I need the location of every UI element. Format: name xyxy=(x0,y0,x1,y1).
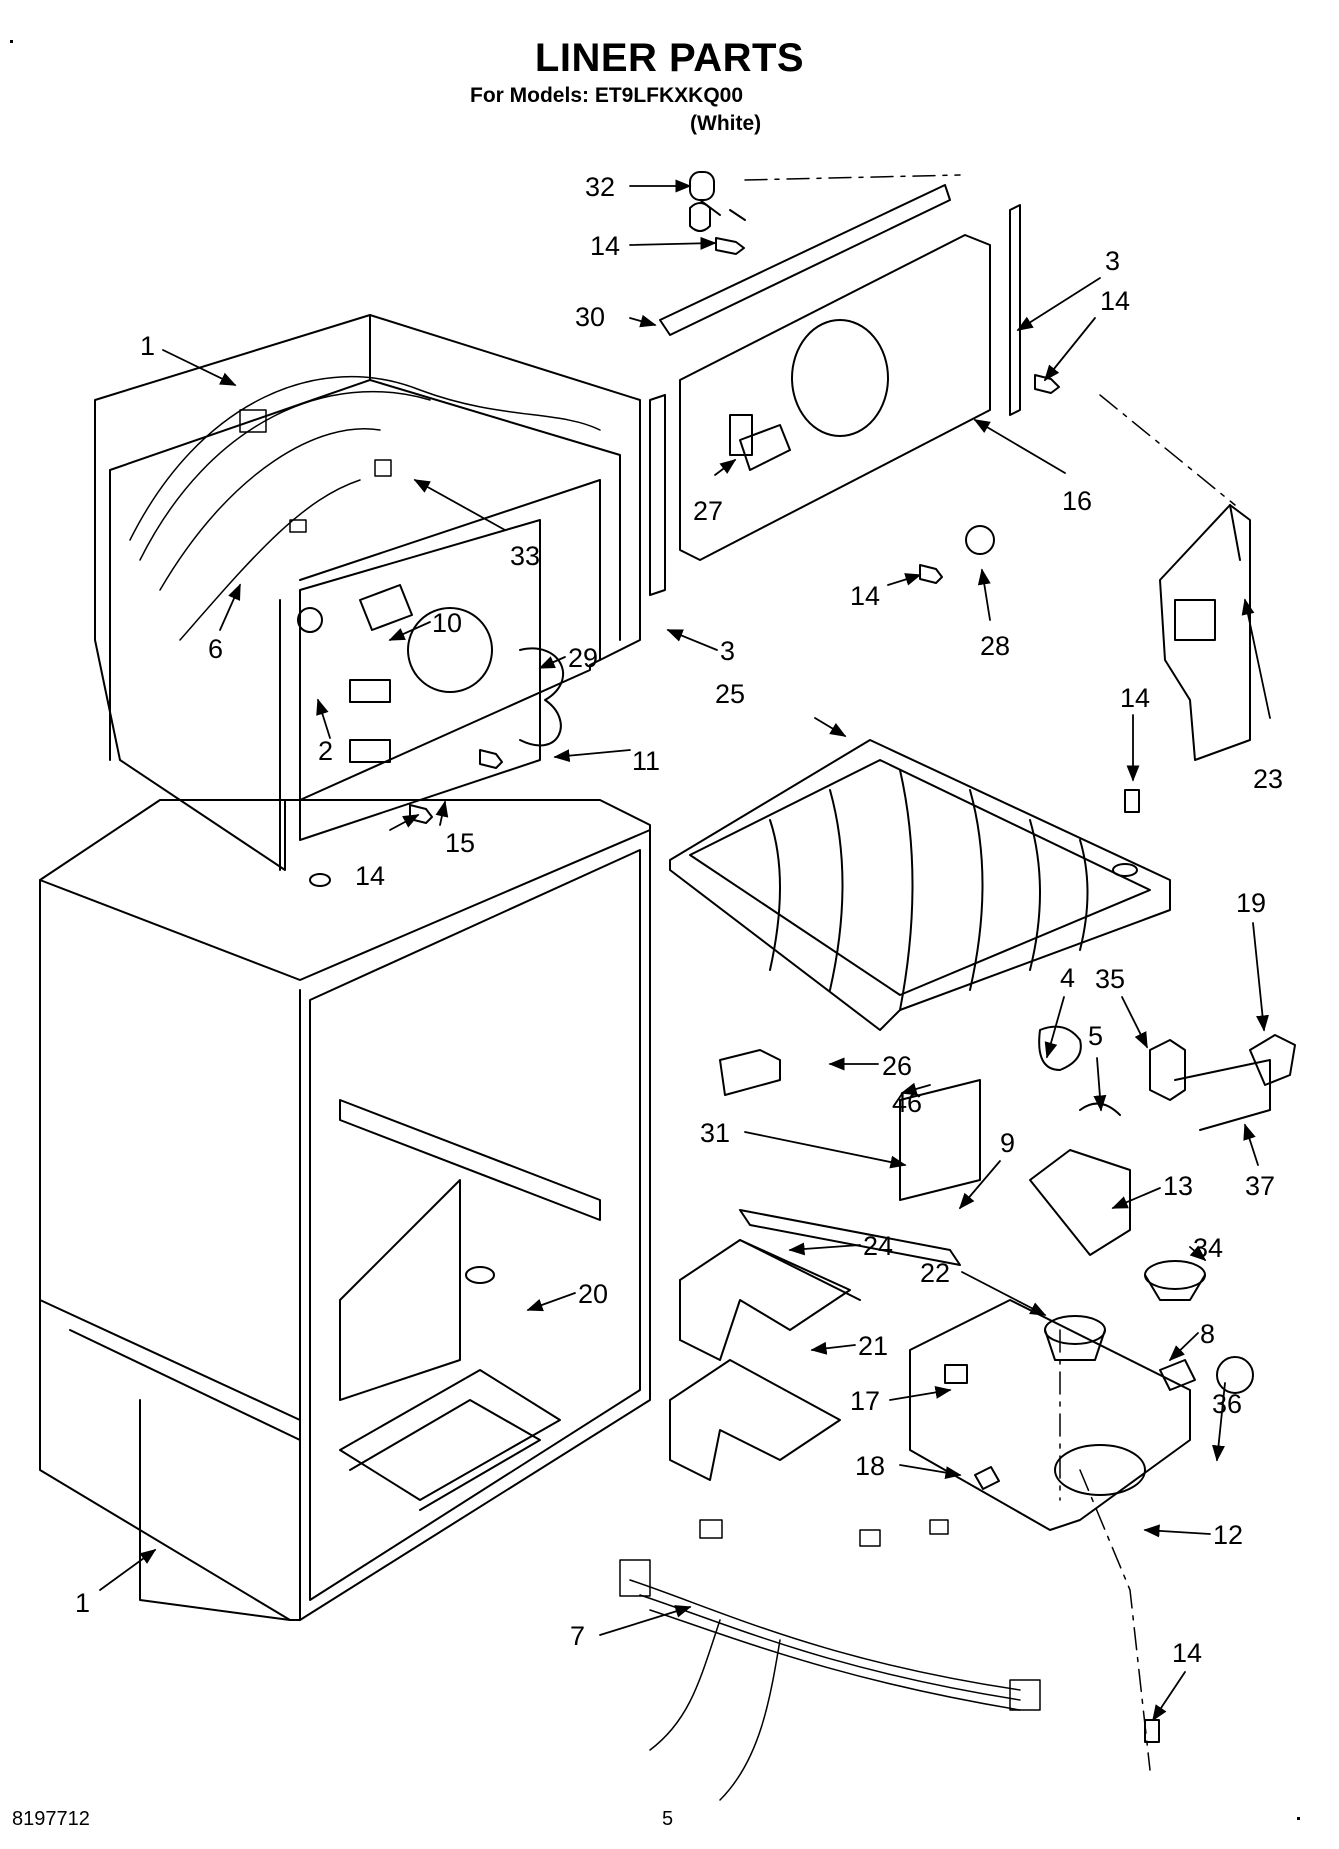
callout-36: 17 xyxy=(850,1386,880,1416)
callout-21: 21 xyxy=(858,1331,888,1361)
callout-28: 28 xyxy=(980,631,1010,661)
callout-30: 30 xyxy=(575,302,605,332)
callout-14: 14 xyxy=(355,861,385,891)
callout-17: 36 xyxy=(1212,1389,1242,1419)
callout-labels: 32 14 30 3 14 1 16 27 14 28 33 6 10 29 3… xyxy=(75,172,1283,1668)
callout-25: 25 xyxy=(715,679,745,709)
callout-29: 29 xyxy=(568,643,598,673)
fan-motor-assembly xyxy=(297,519,564,841)
upper-wire-harness xyxy=(129,376,601,641)
callout-13: 13 xyxy=(1163,1171,1193,1201)
lower-wire-harness xyxy=(619,1519,1041,1801)
callout-14: 14 xyxy=(590,231,620,261)
callout-3: 3 xyxy=(720,636,735,666)
scan-dot xyxy=(1297,1817,1300,1820)
callout-4: 4 xyxy=(1060,963,1075,993)
light-housing xyxy=(909,1025,1296,1531)
document-number: 8197712 xyxy=(12,1808,90,1830)
callout-9: 9 xyxy=(1000,1128,1015,1158)
callout-37: 37 xyxy=(1245,1171,1275,1201)
callout-15: 15 xyxy=(445,828,475,858)
alignment-lines xyxy=(744,174,1236,1771)
callout-14: 14 xyxy=(1120,683,1150,713)
air-duct xyxy=(1159,504,1251,761)
callout-46: 46 xyxy=(892,1088,922,1118)
callout-22: 22 xyxy=(920,1258,950,1288)
callout-23: 23 xyxy=(1253,764,1283,794)
callout-6: 6 xyxy=(208,634,223,664)
callout-19: 19 xyxy=(1236,888,1266,918)
callout-27: 27 xyxy=(693,496,723,526)
model-subtitle: For Models: ET9LFKXKQ00 xyxy=(470,84,744,107)
callout-3: 3 xyxy=(1105,246,1120,276)
shelf xyxy=(669,739,1171,1031)
callout-11: 11 xyxy=(632,746,660,776)
fasteners xyxy=(409,171,1160,1743)
page-number: 5 xyxy=(662,1808,674,1830)
refrigerator-liner xyxy=(39,799,651,1621)
freezer-liner xyxy=(94,314,641,871)
callout-33: 33 xyxy=(510,541,540,571)
color-variant: (White) xyxy=(690,112,762,135)
callout-8: 8 xyxy=(1200,1319,1215,1349)
callout-24: 24 xyxy=(863,1231,893,1261)
callout-34: 34 xyxy=(1193,1233,1223,1263)
callout-leaders xyxy=(99,179,1271,1722)
callout-16: 16 xyxy=(1062,486,1092,516)
callout-26: 26 xyxy=(882,1051,912,1081)
callout-20: 20 xyxy=(578,1279,608,1309)
callout-7: 7 xyxy=(570,1621,585,1651)
callout-12: 12 xyxy=(1213,1520,1243,1550)
page-title: LINER PARTS xyxy=(534,36,805,80)
callout-32: 32 xyxy=(585,172,615,202)
callout-5: 5 xyxy=(1088,1021,1103,1051)
control-parts xyxy=(669,1049,981,1481)
callout-18: 18 xyxy=(855,1451,885,1481)
callout-14: 14 xyxy=(1100,286,1130,316)
callout-1: 1 xyxy=(75,1588,90,1618)
callout-31: 31 xyxy=(700,1118,730,1148)
callout-35: 35 xyxy=(1095,964,1125,994)
callout-2: 2 xyxy=(318,736,333,766)
callout-14: 14 xyxy=(1172,1638,1202,1668)
callout-10: 10 xyxy=(432,608,462,638)
callout-1: 1 xyxy=(140,331,155,361)
scan-dot xyxy=(10,40,13,43)
evaporator-cover xyxy=(649,184,1021,596)
callout-14: 14 xyxy=(850,581,880,611)
